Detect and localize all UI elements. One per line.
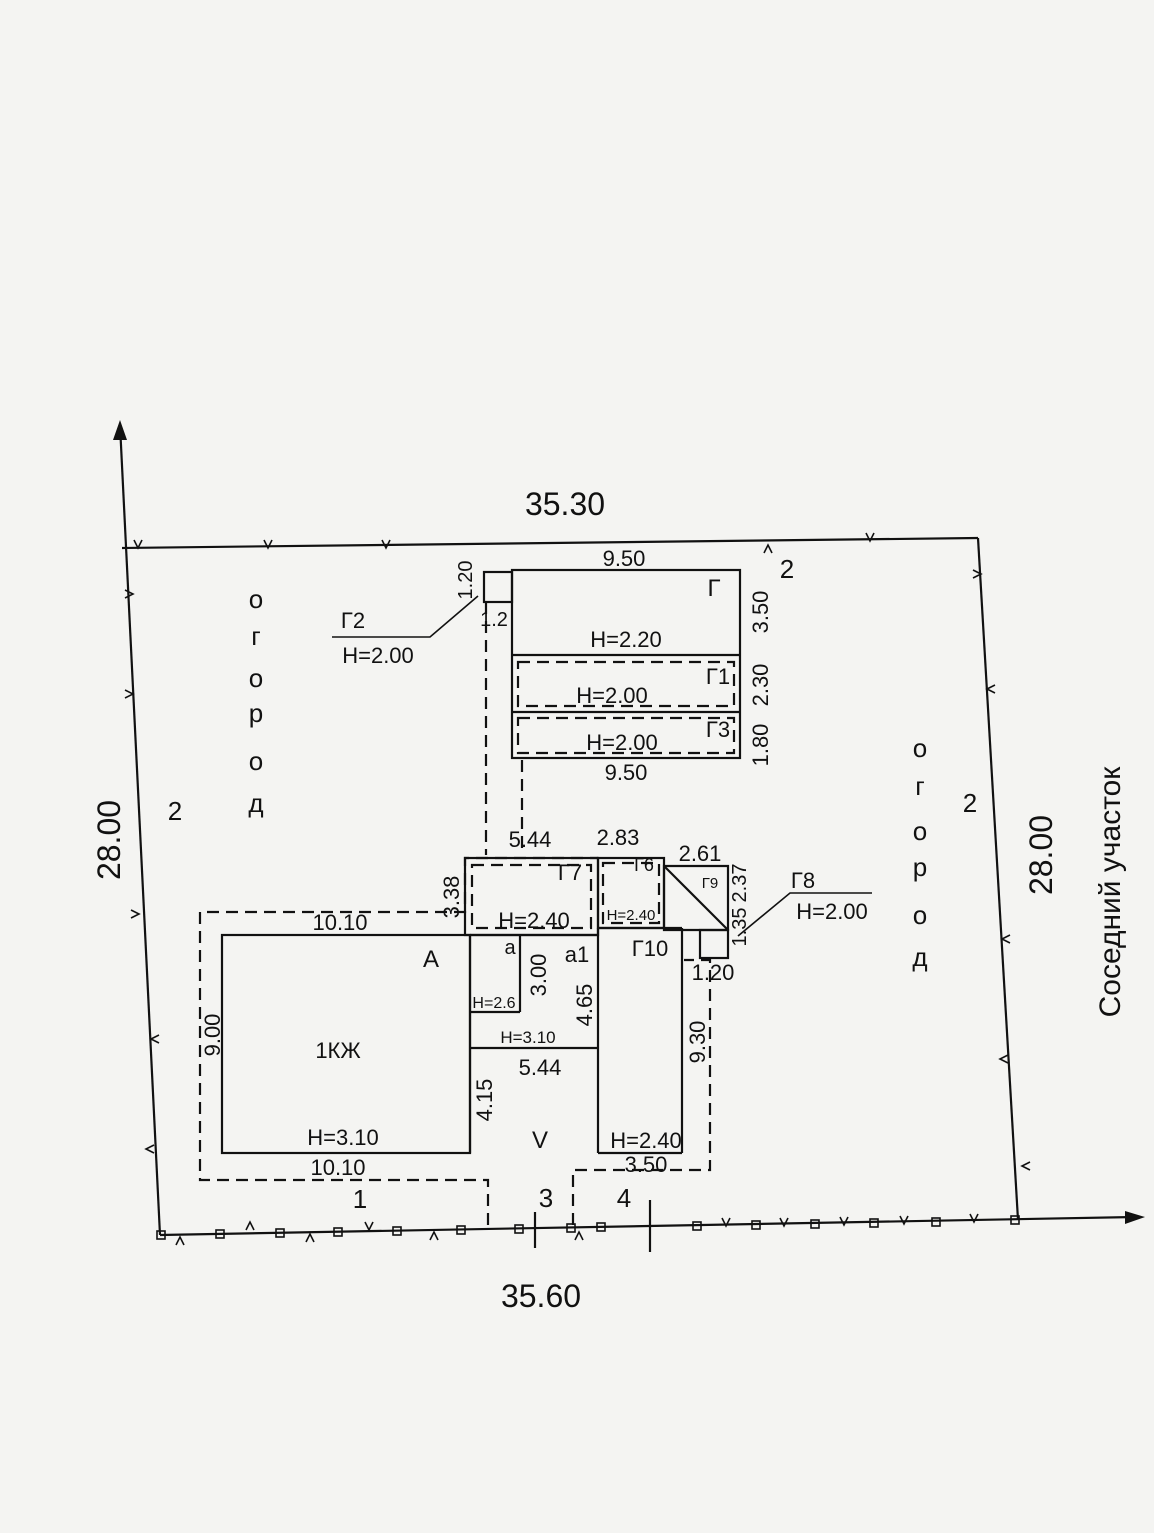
svg-text:д: д [248, 788, 263, 818]
g2-length: 1.2 [480, 609, 508, 631]
g9-length: 2.61 [679, 841, 722, 866]
g-length-bottom: 9.50 [605, 760, 648, 785]
house-side: 4.15 [472, 1079, 497, 1122]
g6-dashed [601, 861, 661, 925]
plot-bottom-length: 35.60 [501, 1278, 581, 1314]
g3-letter: Г3 [706, 717, 730, 742]
g1-dashed [516, 660, 736, 708]
g6-letter: Г6 [634, 855, 654, 875]
svg-text:о: о [913, 816, 927, 846]
svg-text:о: о [249, 746, 263, 776]
g-height: H=2.20 [590, 627, 662, 652]
g7-dashed [470, 863, 593, 930]
house-height: H=3.10 [307, 1125, 379, 1150]
plot-left-length: 28.00 [91, 800, 127, 880]
g-length-top: 9.50 [603, 546, 646, 571]
fence-posts [156, 1215, 1020, 1240]
svg-text:г: г [251, 621, 260, 651]
plot-top-length: 35.30 [525, 486, 605, 522]
g8-width: 1.20 [692, 960, 735, 985]
front-segment-3: 3 [539, 1183, 553, 1213]
g8-height: H=2.00 [796, 899, 868, 924]
g9-letter: Г9 [702, 875, 718, 892]
house-width: 9.00 [200, 1014, 225, 1057]
g9-depth: 2.37 [729, 864, 751, 903]
ext-a-letter: a [504, 937, 516, 959]
g2-height: H=2.00 [342, 643, 414, 668]
g7-height: H=2.40 [498, 908, 570, 933]
front-separators [533, 1200, 652, 1252]
g2-leader [332, 595, 479, 638]
g1-depth: 2.30 [748, 664, 773, 707]
g7-letter: Г7 [558, 860, 582, 885]
g9-wall [662, 864, 730, 932]
g2-letter: Г2 [341, 608, 365, 633]
svg-text:д: д [912, 942, 927, 972]
svg-text:о: о [249, 663, 263, 693]
left-garden-label: о г о р о д [248, 584, 263, 818]
svg-text:о: о [913, 733, 927, 763]
ext-a1-length: 5.44 [519, 1055, 562, 1080]
ext-a1-depth: 4.65 [572, 984, 597, 1027]
g3-dashed [516, 716, 736, 755]
g6-height: H=2.40 [607, 907, 656, 924]
border-type-left: 2 [168, 796, 182, 826]
plot-right-length: 28.00 [1023, 815, 1059, 895]
yard-letter: V [532, 1127, 548, 1154]
g8-leader [737, 892, 872, 937]
g10-depth: 9.30 [685, 1021, 710, 1064]
border-ticks [124, 532, 1031, 1246]
front-segment-4: 4 [617, 1183, 631, 1213]
svg-text:о: о [913, 900, 927, 930]
g1-letter: Г1 [706, 664, 730, 689]
plot-boundary [113, 420, 1145, 1237]
ext-a1-letter: a1 [565, 942, 589, 967]
house-length-bottom: 10.10 [310, 1155, 365, 1180]
house-letter: A [423, 946, 439, 973]
border-type-top: 2 [780, 554, 794, 584]
g6-length: 2.83 [597, 825, 640, 850]
svg-text:г: г [915, 771, 924, 801]
right-garden-label: о г о р о д [912, 733, 927, 972]
front-segment-1: 1 [353, 1184, 367, 1214]
g10-dashed-outline [571, 958, 712, 1225]
g-wall [510, 568, 742, 760]
g3-depth: 1.80 [748, 724, 773, 767]
g10-height: H=2.40 [610, 1128, 682, 1153]
house-length-top: 10.10 [312, 910, 367, 935]
g7-depth: 3.38 [439, 876, 464, 919]
neighbor-label: Соседний участок [1094, 766, 1127, 1018]
g1-height: H=2.00 [576, 683, 648, 708]
g2-width: 1.20 [455, 561, 477, 600]
g-depth: 3.50 [748, 591, 773, 634]
g3-height: H=2.00 [586, 730, 658, 755]
g10-length: 3.50 [625, 1152, 668, 1177]
svg-text:о: о [249, 584, 263, 614]
svg-text:р: р [913, 852, 927, 882]
g8-letter: Г8 [791, 868, 815, 893]
house-code: 1КЖ [315, 1038, 361, 1063]
g7-length: 5.44 [509, 827, 552, 852]
ext-a1-height: H=3.10 [500, 1028, 555, 1047]
svg-text:р: р [249, 698, 263, 728]
g10-letter: Г10 [632, 936, 668, 961]
border-type-right: 2 [963, 788, 977, 818]
g8-depth: 1.35 [729, 908, 751, 947]
ext-a-depth: 3.00 [526, 954, 551, 997]
ext-a-height: H=2.6 [472, 995, 515, 1012]
g-letter: Г [708, 575, 721, 602]
g8-wall [698, 928, 730, 960]
